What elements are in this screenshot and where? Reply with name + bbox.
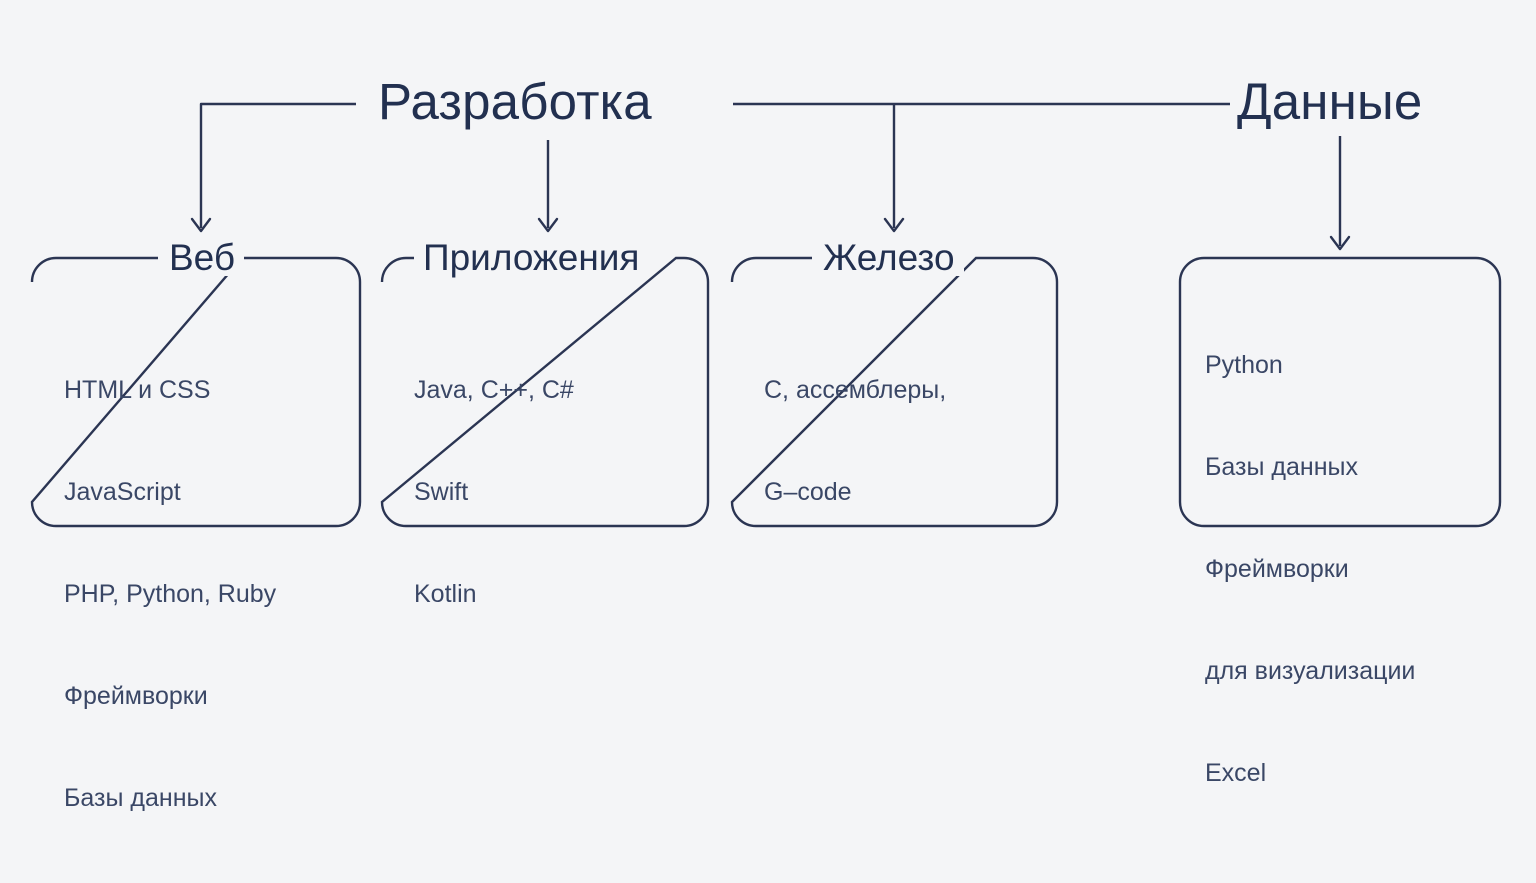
list-item: Kotlin: [414, 580, 477, 608]
box-title-hardware: Железо: [814, 239, 964, 276]
root-title-development: Разработка: [378, 73, 652, 130]
list-item: Python: [1205, 351, 1283, 379]
box-body-apps: Java, C++, C# Swift Kotlin: [414, 305, 574, 679]
box-web-outline: [30, 256, 362, 528]
list-item: Фреймворки: [64, 682, 208, 710]
connector-data-to-data-box: [1329, 136, 1351, 251]
box-apps-outline: [380, 256, 710, 528]
list-item: Java, C++, C#: [414, 376, 574, 404]
list-item: JavaScript: [64, 478, 181, 506]
list-item: Swift: [414, 478, 469, 506]
box-title-web: Веб: [160, 239, 245, 276]
box-body-data: Python Базы данных Фреймворки для визуал…: [1205, 280, 1415, 858]
connector-development-to-apps: [537, 140, 559, 233]
diagram-lines: [30, 102, 1502, 528]
list-item: Базы данных: [64, 784, 217, 812]
list-item: для визуализации: [1205, 657, 1416, 685]
list-item: Базы данных: [1205, 453, 1358, 481]
box-hardware-outline: [730, 256, 1059, 528]
list-item: HTML и CSS: [64, 376, 211, 404]
connector-development-to-hardware: [883, 104, 905, 233]
diagram-canvas: Разработка Данные Веб Приложения Железо …: [30, 73, 1502, 812]
list-item: G–code: [764, 478, 852, 506]
connector-development-to-web: [190, 102, 356, 233]
list-item: PHP, Python, Ruby: [64, 580, 277, 608]
list-item: Фреймворки: [1205, 555, 1349, 583]
box-title-apps: Приложения: [414, 239, 649, 276]
box-body-web: HTML и CSS JavaScript PHP, Python, Ruby …: [64, 305, 276, 883]
root-title-data: Данные: [1237, 73, 1423, 130]
list-item: Excel: [1205, 759, 1267, 787]
box-data-outline: [1178, 256, 1502, 528]
list-item: C, ассемблеры,: [764, 376, 947, 404]
box-body-hardware: C, ассемблеры, G–code: [764, 305, 946, 577]
